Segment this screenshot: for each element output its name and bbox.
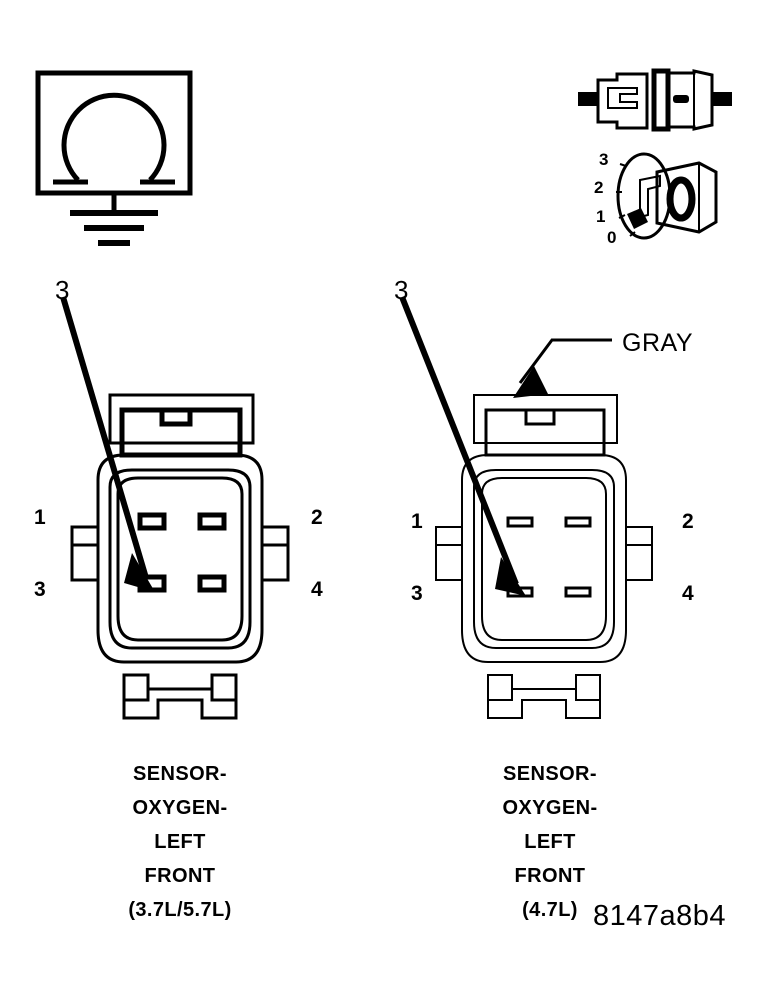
ignition-switch-symbol [616,152,718,240]
ohmmeter-ground-symbol [35,70,193,246]
connector-right-pin-2: 2 [682,510,694,533]
caption-line: OXYGEN- [502,797,598,819]
caption-line: (3.7L/5.7L) [128,899,232,921]
caption-line: SENSOR- [503,763,597,785]
caption-line: SENSOR- [133,763,227,785]
connector-right-pin-4: 4 [682,582,694,605]
connector-right-pin-1: 1 [411,510,423,533]
connector-left-pin-2: 2 [311,506,323,529]
connector-left-graphic [60,296,290,720]
mated-connector-symbol [578,68,732,132]
ignition-position-0: 0 [607,228,617,247]
connector-left-pin-1: 1 [34,506,46,529]
caption-line: OXYGEN- [132,797,228,819]
ignition-position-3: 3 [599,150,609,169]
connector-right-callout: 3 [394,275,409,305]
caption-line: LEFT [524,831,576,853]
caption-line: FRONT [514,865,586,887]
connector-left-pin-3: 3 [34,578,46,601]
caption-line: (4.7L) [522,899,578,921]
image-id-label: 8147a8b4 [593,900,727,932]
connector-left-callout: 3 [55,275,70,305]
ignition-position-1: 1 [596,207,606,226]
connector-left-pin-4: 4 [311,578,323,601]
ignition-position-2: 2 [594,178,604,197]
caption-line: LEFT [154,831,206,853]
connector-right-pin-3: 3 [411,582,423,605]
connector-right-caption: SENSOR- OXYGEN- LEFT FRONT (4.7L) [430,757,670,927]
connector-left-caption: SENSOR- OXYGEN- LEFT FRONT (3.7L/5.7L) [60,757,300,927]
connector-right-color-label: GRAY [622,329,693,357]
connector-right-graphic [399,295,653,719]
caption-line: FRONT [144,865,216,887]
